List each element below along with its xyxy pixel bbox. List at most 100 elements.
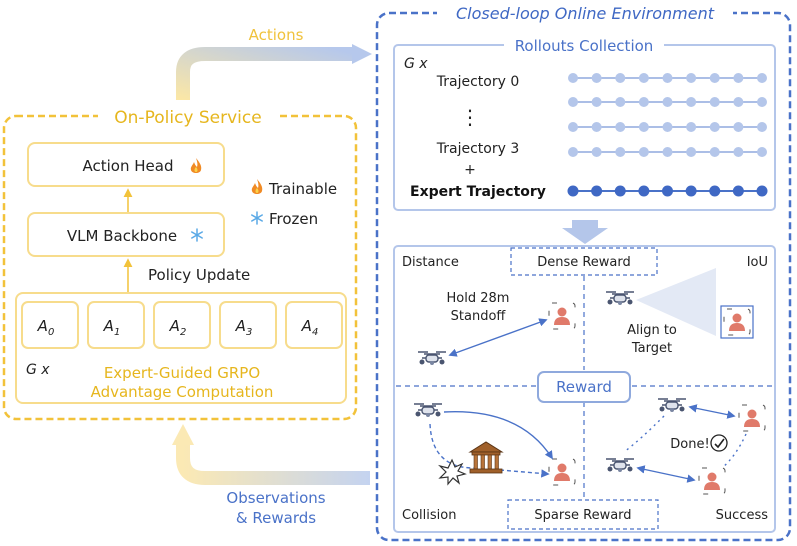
trajectory-label: Trajectory 0 [436,74,519,90]
trajectory-label: Trajectory 3 [436,141,519,157]
reward-panel: Dense Reward Sparse Reward Reward Distan… [393,245,776,533]
expert-trajectory-node [709,185,721,197]
trajectory-node [709,147,720,157]
vlm-backbone-label: VLM Backbone [67,227,177,245]
expert-trajectory-label: Expert Trajectory [410,184,546,200]
trajectory-node [686,122,697,132]
advantage-subscript: 3 [246,327,252,338]
trajectory-node [591,73,602,83]
reward-center-tag: Reward [537,371,631,403]
svg-text:A3: A3 [235,317,253,338]
trajectory-node [638,147,649,157]
trajectory-plus: + [464,162,476,178]
legend-frozen-label: Frozen [269,210,318,228]
advantage-title-line2: Advantage Computation [91,383,274,401]
advantage-cell: A1 [87,301,145,349]
rollouts-collection-box: Rollouts Collection G x Trajectory 0 ⋮ T… [393,36,776,211]
snowflake-icon [191,228,203,242]
expert-trajectory-node [591,185,603,197]
trajectory-node [568,73,578,83]
trajectory-node [733,73,744,83]
distance-note-line2: Standoff [451,309,507,324]
trajectory-node [568,147,578,157]
trajectory-node [662,122,673,132]
legend-trainable-label: Trainable [268,180,337,198]
rollouts-title: Rollouts Collection [515,37,654,55]
expert-trajectory-node [638,185,650,197]
trajectory-node [733,97,744,107]
trajectory-node [662,147,673,157]
trajectory-node [615,147,626,157]
advantage-symbol: A [103,317,114,335]
advantage-subscript: 4 [312,327,318,338]
trajectory-node [638,73,649,83]
advantage-subscript: 0 [48,327,54,338]
trajectory-node [686,147,697,157]
advantage-group-count: G x [26,362,50,378]
advantage-symbol: A [301,317,312,335]
svg-text:A2: A2 [169,317,187,338]
trajectory-node [686,97,697,107]
advantage-computation-box: A0 A1 A2 A3 A4 G x Expert-Guided GRPO Ad… [15,292,347,404]
on-policy-service-panel: On-Policy Service [2,104,358,421]
trajectory-node [638,97,649,107]
explosion-icon [438,458,467,486]
camera-view-cone [636,268,716,336]
observations-label-line1: Observations [226,489,325,507]
trajectory-node [615,97,626,107]
rollouts-group-count: G x [404,56,428,72]
svg-text:A0: A0 [37,317,55,338]
advantage-subscript: 1 [114,327,120,338]
trajectory-node [733,122,744,132]
trajectory-node [709,122,720,132]
expert-trajectory-node [662,185,673,197]
trajectory-node [709,97,720,107]
expert-trajectory-node [685,185,697,197]
success-path-left [623,415,665,453]
success-label: Success [716,508,769,523]
trajectory-node [662,73,673,83]
trajectory-node [733,147,744,157]
building-icon [468,441,504,474]
advantage-title-line1: Expert-Guided GRPO [104,364,260,382]
trajectory-node [591,97,602,107]
advantage-cell: A3 [219,301,277,349]
sparse-reward-label: Sparse Reward [534,508,631,523]
advantage-symbol: A [37,317,48,335]
expert-trajectory-node [567,185,579,197]
advantage-cell: A2 [153,301,211,349]
collision-label: Collision [402,508,456,523]
trajectory-node [757,73,767,83]
distance-note-line1: Hold 28m [447,291,510,306]
trajectory-node [709,73,720,83]
target-bbox [720,305,754,339]
done-label: Done! [670,437,709,452]
trajectory-rows [567,73,768,197]
advantage-subscript: 2 [180,327,186,338]
observations-flow-arrow [172,424,370,485]
vlm-backbone-box: VLM Backbone [27,212,225,257]
policy-update-label: Policy Update [148,266,250,284]
standoff-arrow [448,318,548,357]
expert-trajectory-node [756,185,768,197]
iou-label: IoU [747,255,768,270]
expert-trajectory-node [614,185,626,197]
observations-label-line2: & Rewards [236,509,316,527]
dense-reward-tag: Dense Reward [510,247,658,276]
trajectory-node [757,122,767,132]
success-arrow-bottom [636,465,696,483]
on-policy-title: On-Policy Service [114,108,261,128]
advantage-cell: A0 [21,301,79,349]
advantage-symbol: A [235,317,246,335]
trajectory-node [591,147,602,157]
distance-label: Distance [402,255,459,270]
trajectory-node [638,122,649,132]
success-arrow-top [688,404,736,419]
actions-flow-arrow [176,44,372,100]
trajectory-node [615,73,626,83]
trajectory-node [568,122,578,132]
environment-panel: Closed-loop Online Environment [375,1,792,542]
collision-path-continue [499,469,550,478]
trajectory-node [757,97,767,107]
